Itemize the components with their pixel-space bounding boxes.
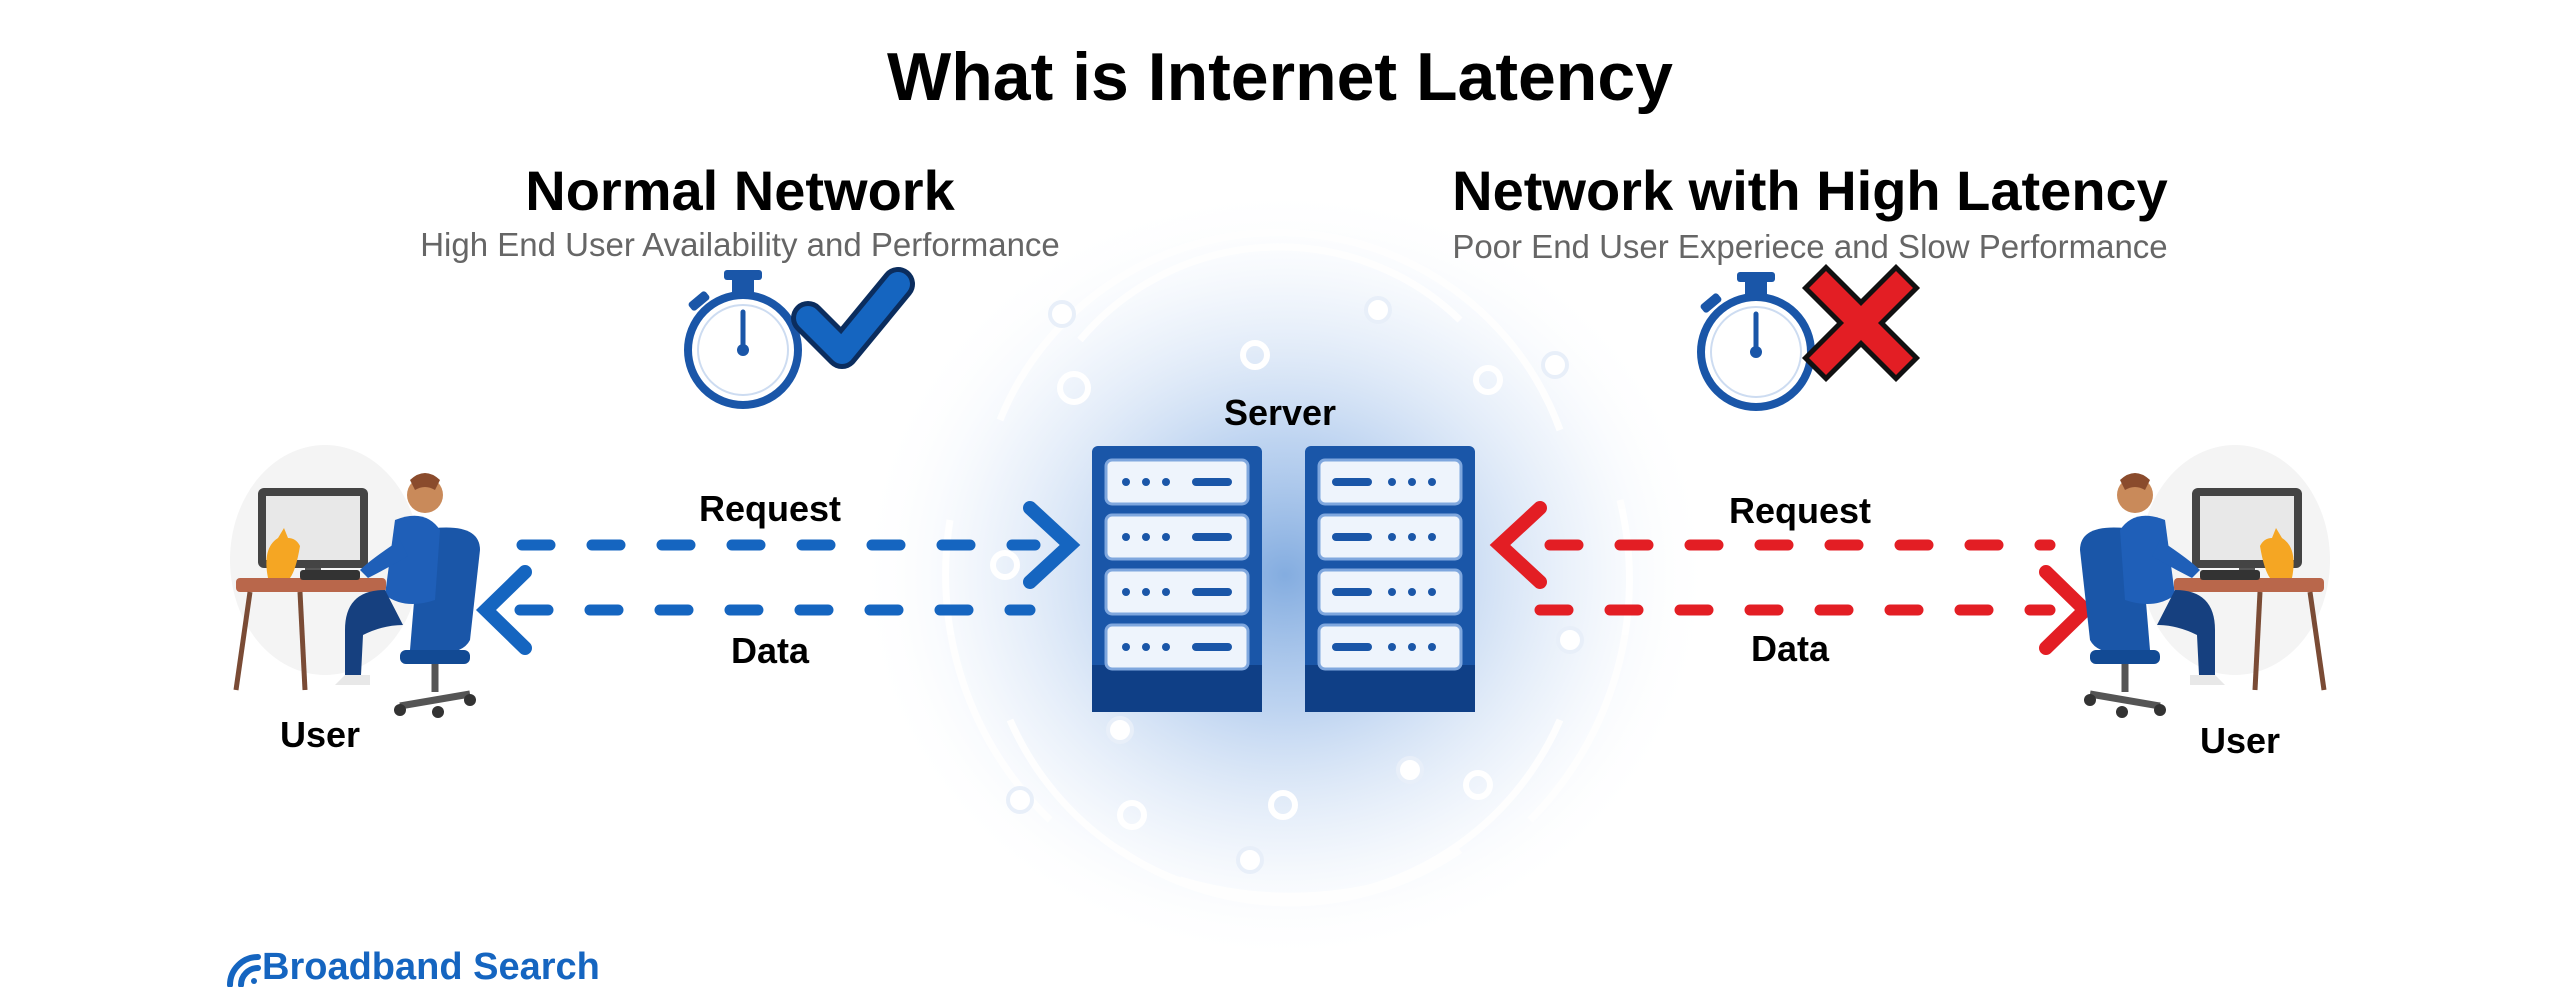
normal-data-label: Data <box>730 630 810 671</box>
circuit-rings <box>942 192 1633 907</box>
user-at-desk-illustration <box>230 445 480 718</box>
checkmark-icon <box>791 267 915 369</box>
high-latency-title: Network with High Latency <box>1452 159 2168 222</box>
server-label: Server <box>1223 392 1337 433</box>
page-title: What is Internet Latency <box>887 39 1673 115</box>
server-rack-icon <box>1305 446 1475 712</box>
normal-network-subtitle: High End User Availability and Performan… <box>420 226 1060 263</box>
server-glow <box>855 185 1715 965</box>
cross-icon <box>1801 263 1921 383</box>
brand-name: Broadband Search <box>262 946 600 988</box>
latency-request-arrow <box>1489 501 2056 589</box>
normal-network-title: Normal Network <box>525 159 955 222</box>
left-user-label: User <box>279 714 361 755</box>
right-user-label: User <box>2199 720 2281 761</box>
stopwatch-icon <box>1697 272 1815 411</box>
normal-request-arrow <box>516 501 1081 589</box>
server-rack-icon <box>1092 446 1262 712</box>
user-at-desk-illustration <box>2080 445 2330 718</box>
high-latency-subtitle: Poor End User Experiece and Slow Perform… <box>1452 228 2168 265</box>
circuit-nodes <box>990 296 1584 874</box>
latency-data-label: Data <box>1750 628 1830 669</box>
latency-request-label: Request <box>1728 490 1872 531</box>
brand-logo-icon <box>227 954 261 987</box>
normal-request-label: Request <box>698 488 842 529</box>
stopwatch-icon <box>684 270 802 409</box>
normal-data-arrow <box>475 565 1036 655</box>
latency-data-arrow <box>1534 565 2096 655</box>
